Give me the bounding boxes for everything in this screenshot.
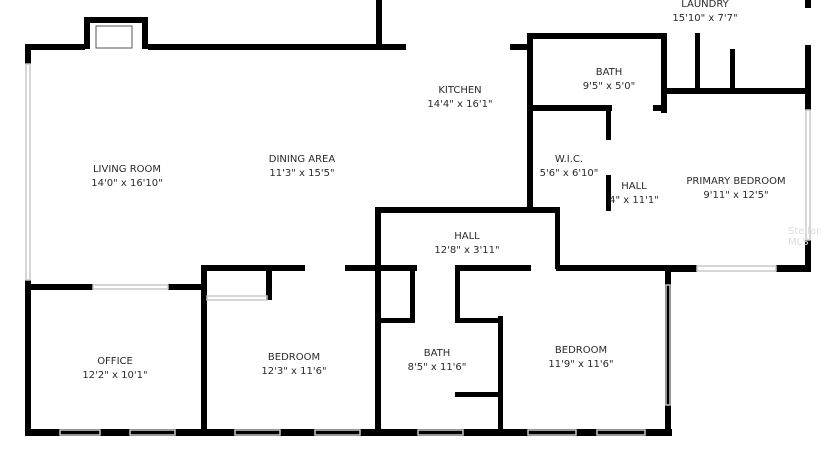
room-name: HALL	[454, 231, 480, 242]
room-kitchen: KITCHEN 14'4" x 16'1"	[427, 84, 492, 112]
room-dims: 11'3" x 15'5"	[269, 168, 335, 179]
room-name: LIVING ROOM	[92, 164, 162, 175]
room-name: BEDROOM	[267, 352, 321, 363]
room-dims: 4" x 11'1"	[609, 195, 659, 206]
room-living-room: LIVING ROOM 14'0" x 16'10"	[91, 163, 163, 191]
watermark: Stellar MLS	[788, 226, 821, 248]
room-name: OFFICE	[97, 356, 133, 367]
windows	[25, 63, 811, 436]
room-bath-primary: BATH 9'5" x 5'0"	[583, 66, 635, 94]
room-dims: 12'8" x 3'11"	[434, 245, 500, 256]
room-name: BEDROOM	[554, 345, 608, 356]
room-name: LAUNDRY	[681, 0, 729, 10]
room-name: PRIMARY BEDROOM	[686, 176, 786, 187]
room-office: OFFICE 12'2" x 10'1"	[82, 355, 147, 383]
room-dims: 12'3" x 11'6"	[261, 366, 327, 377]
room-name: DINING AREA	[268, 154, 336, 165]
room-dims: 12'2" x 10'1"	[82, 370, 148, 381]
room-dims: 15'10" x 7'7"	[672, 13, 738, 24]
room-name: KITCHEN	[438, 85, 482, 96]
room-name: BATH	[595, 67, 623, 78]
room-bath: BATH 8'5" x 11'6"	[408, 347, 467, 375]
wall-top	[25, 44, 85, 50]
room-dims: 5'6" x 6'10"	[539, 168, 599, 179]
room-wic: W.I.C. 5'6" x 6'10"	[540, 153, 599, 181]
room-name: BATH	[423, 348, 451, 359]
room-dims: 11'9" x 11'6"	[548, 359, 614, 370]
room-dims: 14'4" x 16'1"	[427, 99, 493, 110]
wall-bottom	[25, 429, 672, 436]
room-primary-bedroom: PRIMARY BEDROOM 9'11" x 12'5"	[686, 175, 785, 203]
room-bedroom-2: BEDROOM 11'9" x 11'6"	[548, 344, 613, 372]
room-name: HALL	[621, 181, 647, 192]
room-laundry: LAUNDRY 15'10" x 7'7"	[672, 0, 737, 26]
fireplace-wall	[84, 17, 148, 23]
room-dims: 8'5" x 11'6"	[407, 362, 467, 373]
room-dining-area: DINING AREA 11'3" x 15'5"	[269, 153, 335, 181]
room-dims: 14'0" x 16'10"	[91, 178, 163, 189]
room-hall-primary: HALL 4" x 11'1"	[609, 180, 659, 208]
room-hall: HALL 12'8" x 3'11"	[434, 230, 499, 258]
room-name: W.I.C.	[554, 154, 584, 165]
room-dims: 9'11" x 12'5"	[703, 190, 769, 201]
room-bedroom-1: BEDROOM 12'3" x 11'6"	[261, 351, 326, 379]
room-dims: 9'5" x 5'0"	[582, 81, 636, 92]
